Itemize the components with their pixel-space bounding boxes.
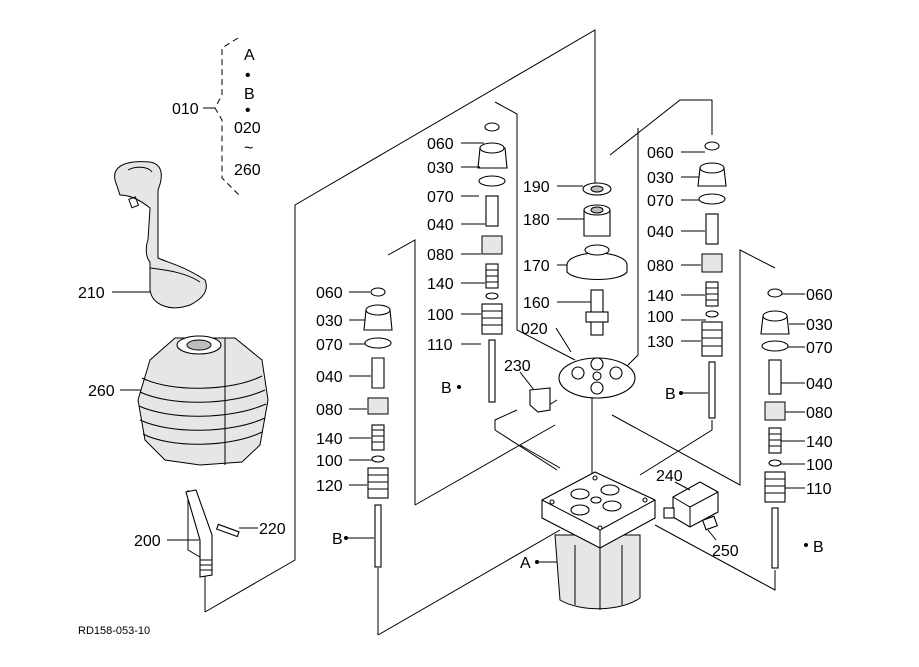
callout-midleft-140: 140 (427, 276, 454, 293)
left-valve-stack (363, 287, 393, 568)
group-tilde: ~ (244, 140, 253, 157)
mid-right-stack-leaders (681, 151, 708, 394)
callout-midleft-040: 040 (427, 217, 454, 234)
valve-body (541, 471, 656, 610)
callout-left-070: 070 (316, 337, 343, 354)
far-right-valve-stack (760, 288, 790, 569)
callout-a: A (520, 555, 531, 572)
joystick-grip (114, 161, 207, 309)
callout-midleft-060: 060 (427, 136, 454, 153)
callout-midleft-110: 110 (427, 337, 453, 354)
far-right-stack-leaders (781, 293, 805, 489)
group-item-b: B (244, 86, 255, 103)
drawing-code: RD158-053-10 (78, 625, 150, 637)
callout-midright-040: 040 (647, 224, 674, 241)
lever-shaft (185, 489, 213, 578)
callout-farright-030: 030 (806, 317, 833, 334)
callout-midleft-030: 030 (427, 160, 454, 177)
callout-010: 010 (172, 101, 199, 118)
callout-left-100: 100 (316, 453, 343, 470)
callout-left-120: 120 (316, 478, 343, 495)
spring-pin (215, 523, 240, 538)
callout-midright-080: 080 (647, 258, 674, 275)
group-dot-1: • (245, 67, 251, 84)
callout-240: 240 (656, 468, 683, 485)
callout-190: 190 (523, 179, 550, 196)
callout-farright-100: 100 (806, 457, 833, 474)
callout-230: 230 (504, 358, 531, 375)
callout-farright-070: 070 (806, 340, 833, 357)
callout-farright-b: B (813, 539, 824, 556)
callout-farright-110: 110 (806, 481, 832, 498)
mid-left-stack-leaders (461, 142, 485, 345)
left-stack-leaders (346, 291, 374, 539)
group-dot-2: • (245, 102, 251, 119)
callout-left-140: 140 (316, 431, 343, 448)
callout-midleft-b: B (441, 380, 452, 397)
callout-left-060: 060 (316, 285, 343, 302)
center-stack-leaders (519, 185, 591, 391)
callout-midright-100: 100 (647, 309, 674, 326)
callout-midright-070: 070 (647, 193, 674, 210)
leader-250 (707, 529, 717, 541)
leader-240 (674, 481, 691, 491)
callout-left-030: 030 (316, 313, 343, 330)
rubber-boot (137, 335, 269, 466)
callout-180: 180 (523, 212, 550, 229)
callout-250: 250 (712, 543, 739, 560)
assembly-boundary-lines (187, 29, 776, 636)
callout-210: 210 (78, 285, 105, 302)
callout-midright-130: 130 (647, 334, 674, 351)
callout-midleft-100: 100 (427, 307, 454, 324)
callout-left-080: 080 (316, 402, 343, 419)
callout-midright-140: 140 (647, 288, 674, 305)
group-bracket-010: 010 A • B • 020 ~ 260 (172, 37, 261, 197)
callout-farright-060: 060 (806, 287, 833, 304)
callout-160: 160 (523, 295, 550, 312)
callout-midright-b: B (665, 386, 676, 403)
callout-midleft-070: 070 (427, 189, 454, 206)
callout-left-b: B (332, 531, 343, 548)
group-item-a: A (244, 47, 255, 64)
center-stack (529, 182, 636, 413)
callout-midleft-080: 080 (427, 247, 454, 264)
callout-left-040: 040 (316, 369, 343, 386)
callout-170: 170 (523, 258, 550, 275)
callout-farright-140: 140 (806, 434, 833, 451)
callout-farright-040: 040 (806, 376, 833, 393)
callout-200: 200 (134, 533, 161, 550)
callout-260: 260 (88, 383, 115, 400)
mid-right-valve-stack (697, 141, 727, 419)
callout-midright-060: 060 (647, 145, 674, 162)
group-item-260: 260 (234, 162, 261, 179)
callout-220: 220 (259, 521, 286, 538)
callout-midright-030: 030 (647, 170, 674, 187)
mid-left-valve-stack (477, 122, 508, 403)
callout-farright-080: 080 (806, 405, 833, 422)
switch-unit (663, 481, 719, 528)
group-item-020: 020 (234, 120, 261, 137)
plug (701, 515, 719, 531)
callout-020: 020 (521, 321, 548, 338)
